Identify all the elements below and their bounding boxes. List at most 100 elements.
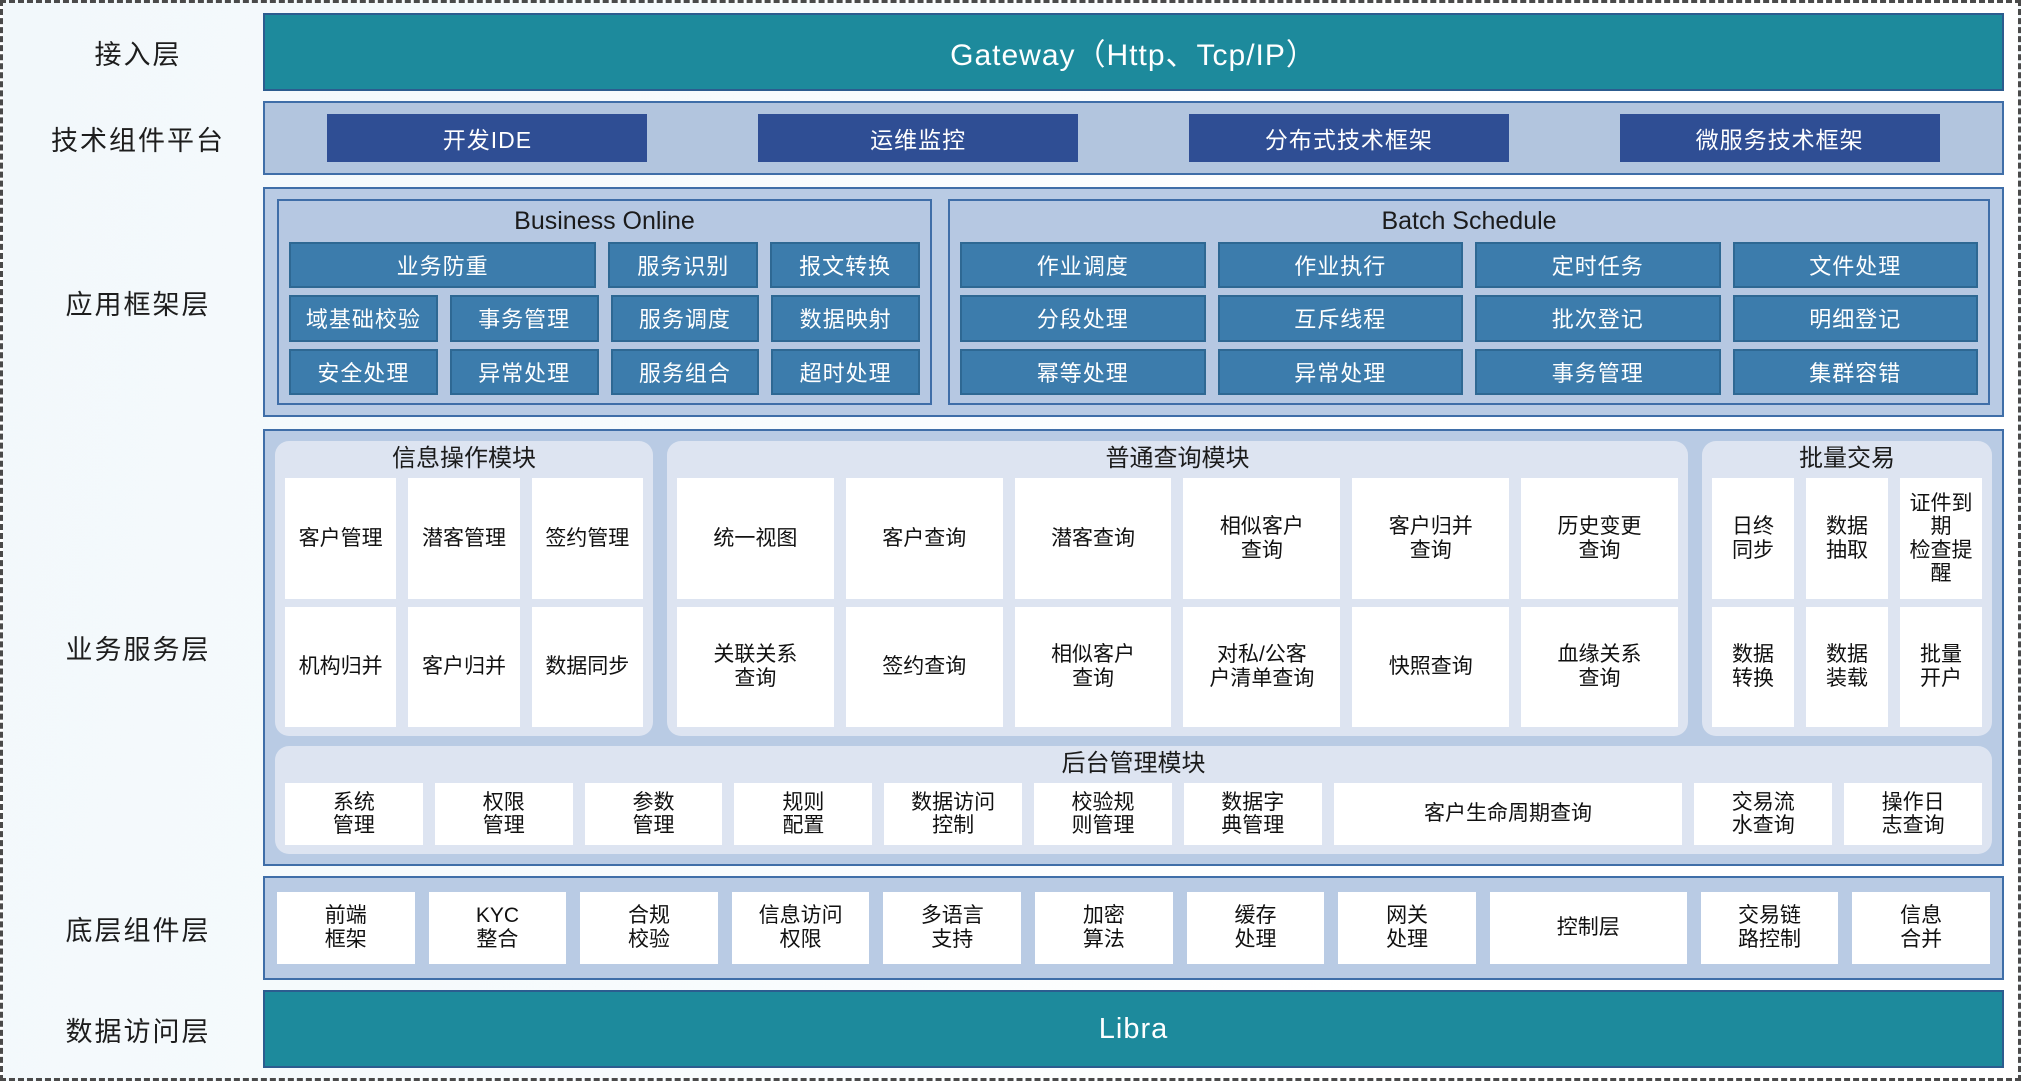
cell-snapshot-query[interactable]: 快照查询 xyxy=(1352,606,1510,728)
backend-admin-row: 系统 管理 权限 管理 参数 管理 规则 配置 数据访问 控制 校验规 则管理 … xyxy=(285,783,1983,845)
cell-gateway-processing[interactable]: 网关 处理 xyxy=(1338,892,1476,964)
cell-business-dedup[interactable]: 业务防重 xyxy=(289,241,597,289)
group-business-online: Business Online 业务防重 服务识别 报文转换 域基础校验 事务管… xyxy=(277,199,932,405)
group-title-business-online: Business Online xyxy=(514,207,695,235)
cell-security-processing[interactable]: 安全处理 xyxy=(289,348,438,396)
cell-detail-registration[interactable]: 明细登记 xyxy=(1732,295,1978,342)
layer-label-base: 底层组件层 xyxy=(65,915,211,946)
cell-batch-account-open[interactable]: 批量 开户 xyxy=(1900,606,1982,728)
cell-prospect-query[interactable]: 潜客查询 xyxy=(1014,478,1172,599)
cell-kyc-integration[interactable]: KYC 整合 xyxy=(428,892,567,964)
cell-eod-sync[interactable]: 日终 同步 xyxy=(1712,478,1794,599)
common-query-row-1: 统一视图 客户查询 潜客查询 相似客户 查询 客户归并 查询 历史变更 查询 xyxy=(677,478,1678,599)
cell-data-load[interactable]: 数据 装载 xyxy=(1806,606,1888,728)
cell-operation-log-query[interactable]: 操作日 志查询 xyxy=(1844,783,1983,845)
cell-validation-rule-management[interactable]: 校验规 则管理 xyxy=(1034,783,1172,845)
cell-idempotent-processing[interactable]: 幂等处理 xyxy=(960,348,1206,396)
cell-history-change-query[interactable]: 历史变更 查询 xyxy=(1521,478,1678,599)
batch-transaction-row-2: 数据 转换 数据 装载 批量 开户 xyxy=(1712,606,1982,728)
cell-data-dictionary-management[interactable]: 数据字 典管理 xyxy=(1183,783,1322,845)
layer-application-framework: 应用框架层 Business Online 业务防重 服务识别 报文转换 域基础… xyxy=(13,187,2004,417)
batch-transaction-rows: 日终 同步 数据 抽取 证件到期 检查提醒 数据 转换 数据 装载 批量 开户 xyxy=(1712,478,1982,728)
cell-control-layer[interactable]: 控制层 xyxy=(1489,892,1687,964)
cell-cluster-fault-tolerance[interactable]: 集群容错 xyxy=(1732,348,1978,396)
cell-info-merge[interactable]: 信息 合并 xyxy=(1852,892,1990,964)
cell-lineage-relation-query[interactable]: 血缘关系 查询 xyxy=(1521,606,1678,728)
batch-schedule-row-2: 分段处理 互斥线程 批次登记 明细登记 xyxy=(960,295,1978,342)
batch-schedule-row-3: 幂等处理 异常处理 事务管理 集群容错 xyxy=(960,348,1978,396)
cell-unified-view[interactable]: 统一视图 xyxy=(677,478,834,599)
batch-schedule-rows: 作业调度 作业执行 定时任务 文件处理 分段处理 互斥线程 批次登记 明细登记 xyxy=(960,241,1978,396)
cell-data-transform[interactable]: 数据 转换 xyxy=(1712,606,1794,728)
cell-info-access-permission[interactable]: 信息访问 权限 xyxy=(731,892,870,964)
business-online-rows: 业务防重 服务识别 报文转换 域基础校验 事务管理 服务调度 数据映射 安全处理 xyxy=(289,241,920,396)
module-title-info-operation: 信息操作模块 xyxy=(392,445,536,472)
cell-frontend-framework[interactable]: 前端 框架 xyxy=(277,892,415,964)
cell-exception-processing-batch[interactable]: 异常处理 xyxy=(1217,348,1463,396)
cell-file-processing[interactable]: 文件处理 xyxy=(1732,241,1978,289)
cell-transaction-flow-query[interactable]: 交易流 水查询 xyxy=(1694,783,1833,845)
layer-label-access: 接入层 xyxy=(94,39,182,70)
cell-encryption-algorithm[interactable]: 加密 算法 xyxy=(1035,892,1173,964)
cell-message-transform[interactable]: 报文转换 xyxy=(770,241,920,289)
cell-exception-processing-online[interactable]: 异常处理 xyxy=(449,348,599,396)
cell-job-execute[interactable]: 作业执行 xyxy=(1217,241,1463,289)
cell-segment-processing[interactable]: 分段处理 xyxy=(960,295,1206,342)
group-batch-schedule: Batch Schedule 作业调度 作业执行 定时任务 文件处理 分段处理 … xyxy=(948,199,1990,405)
gateway-bar[interactable]: Gateway（Http、Tcp/IP） xyxy=(263,13,2004,91)
group-title-batch-schedule: Batch Schedule xyxy=(1381,207,1557,235)
info-operation-rows: 客户管理 潜客管理 签约管理 机构归并 客户归并 数据同步 xyxy=(285,478,643,728)
cell-customer-merge-query[interactable]: 客户归并 查询 xyxy=(1352,478,1510,599)
cell-permission-management[interactable]: 权限 管理 xyxy=(434,783,573,845)
cell-customer-management[interactable]: 客户管理 xyxy=(285,478,397,599)
tech-chip-distributed-framework[interactable]: 分布式技术框架 xyxy=(1188,114,1509,162)
business-service-band: 信息操作模块 客户管理 潜客管理 签约管理 机构归并 客户归并 数据同步 xyxy=(263,429,2004,866)
cell-service-scheduling[interactable]: 服务调度 xyxy=(610,295,760,342)
cell-transaction-management[interactable]: 事务管理 xyxy=(449,295,599,342)
cell-transaction-management-batch[interactable]: 事务管理 xyxy=(1475,348,1721,396)
cell-job-schedule[interactable]: 作业调度 xyxy=(960,241,1206,289)
info-operation-row-2: 机构归并 客户归并 数据同步 xyxy=(285,606,643,728)
libra-bar[interactable]: Libra xyxy=(263,990,2004,1068)
cell-similar-customer-query-2[interactable]: 相似客户 查询 xyxy=(1014,606,1172,728)
module-backend-admin: 后台管理模块 系统 管理 权限 管理 参数 管理 规则 配置 数据访问 控制 校… xyxy=(275,746,1992,854)
cell-data-access-control[interactable]: 数据访问 控制 xyxy=(884,783,1023,845)
cell-service-composition[interactable]: 服务组合 xyxy=(610,348,760,396)
layer-body-business: 信息操作模块 客户管理 潜客管理 签约管理 机构归并 客户归并 数据同步 xyxy=(263,429,2004,866)
tech-chip-ide[interactable]: 开发IDE xyxy=(327,114,648,162)
cell-domain-base-validate[interactable]: 域基础校验 xyxy=(289,295,438,342)
cell-contract-management[interactable]: 签约管理 xyxy=(531,478,643,599)
cell-org-merge[interactable]: 机构归并 xyxy=(285,606,397,728)
cell-cache-processing[interactable]: 缓存 处理 xyxy=(1186,892,1325,964)
cell-rule-configuration[interactable]: 规则 配置 xyxy=(734,783,873,845)
cell-parameter-management[interactable]: 参数 管理 xyxy=(584,783,723,845)
tech-chip-ops-monitor[interactable]: 运维监控 xyxy=(758,114,1079,162)
cell-timeout-processing[interactable]: 超时处理 xyxy=(771,348,920,396)
layer-business-service: 业务服务层 信息操作模块 客户管理 潜客管理 签约管理 机构归并 xyxy=(13,429,2004,866)
cell-transaction-chain-control[interactable]: 交易链 路控制 xyxy=(1700,892,1839,964)
cell-service-identify[interactable]: 服务识别 xyxy=(608,241,759,289)
cell-similar-customer-query-1[interactable]: 相似客户 查询 xyxy=(1183,478,1341,599)
cell-prospect-management[interactable]: 潜客管理 xyxy=(408,478,520,599)
cell-customer-lifecycle-query[interactable]: 客户生命周期查询 xyxy=(1333,783,1683,845)
business-online-row-2: 域基础校验 事务管理 服务调度 数据映射 xyxy=(289,295,920,342)
cell-compliance-validation[interactable]: 合规 校验 xyxy=(580,892,718,964)
layer-tech-platform: 技术组件平台 开发IDE 运维监控 分布式技术框架 微服务技术框架 xyxy=(13,101,2004,175)
layer-base-components: 底层组件层 前端 框架 KYC 整合 合规 校验 信息访问 权限 多语言 支持 … xyxy=(13,876,2004,980)
cell-mutex-thread[interactable]: 互斥线程 xyxy=(1217,295,1463,342)
cell-customer-merge[interactable]: 客户归并 xyxy=(408,606,520,728)
cell-system-management[interactable]: 系统 管理 xyxy=(285,783,423,845)
cell-relation-query[interactable]: 关联关系 查询 xyxy=(677,606,834,728)
cell-contract-query[interactable]: 签约查询 xyxy=(845,606,1003,728)
cell-multilanguage-support[interactable]: 多语言 支持 xyxy=(883,892,1022,964)
cell-private-corporate-customer-list-query[interactable]: 对私/公客 户清单查询 xyxy=(1183,606,1341,728)
cell-timed-task[interactable]: 定时任务 xyxy=(1475,241,1721,289)
cell-data-sync[interactable]: 数据同步 xyxy=(531,606,643,728)
cell-certificate-expiry-reminder[interactable]: 证件到期 检查提醒 xyxy=(1900,478,1982,599)
cell-data-mapping[interactable]: 数据映射 xyxy=(771,295,920,342)
cell-batch-registration[interactable]: 批次登记 xyxy=(1475,295,1721,342)
cell-customer-query[interactable]: 客户查询 xyxy=(845,478,1003,599)
common-query-row-2: 关联关系 查询 签约查询 相似客户 查询 对私/公客 户清单查询 快照查询 血缘… xyxy=(677,606,1678,728)
tech-chip-microservice-framework[interactable]: 微服务技术框架 xyxy=(1619,114,1940,162)
cell-data-extract[interactable]: 数据 抽取 xyxy=(1806,478,1888,599)
